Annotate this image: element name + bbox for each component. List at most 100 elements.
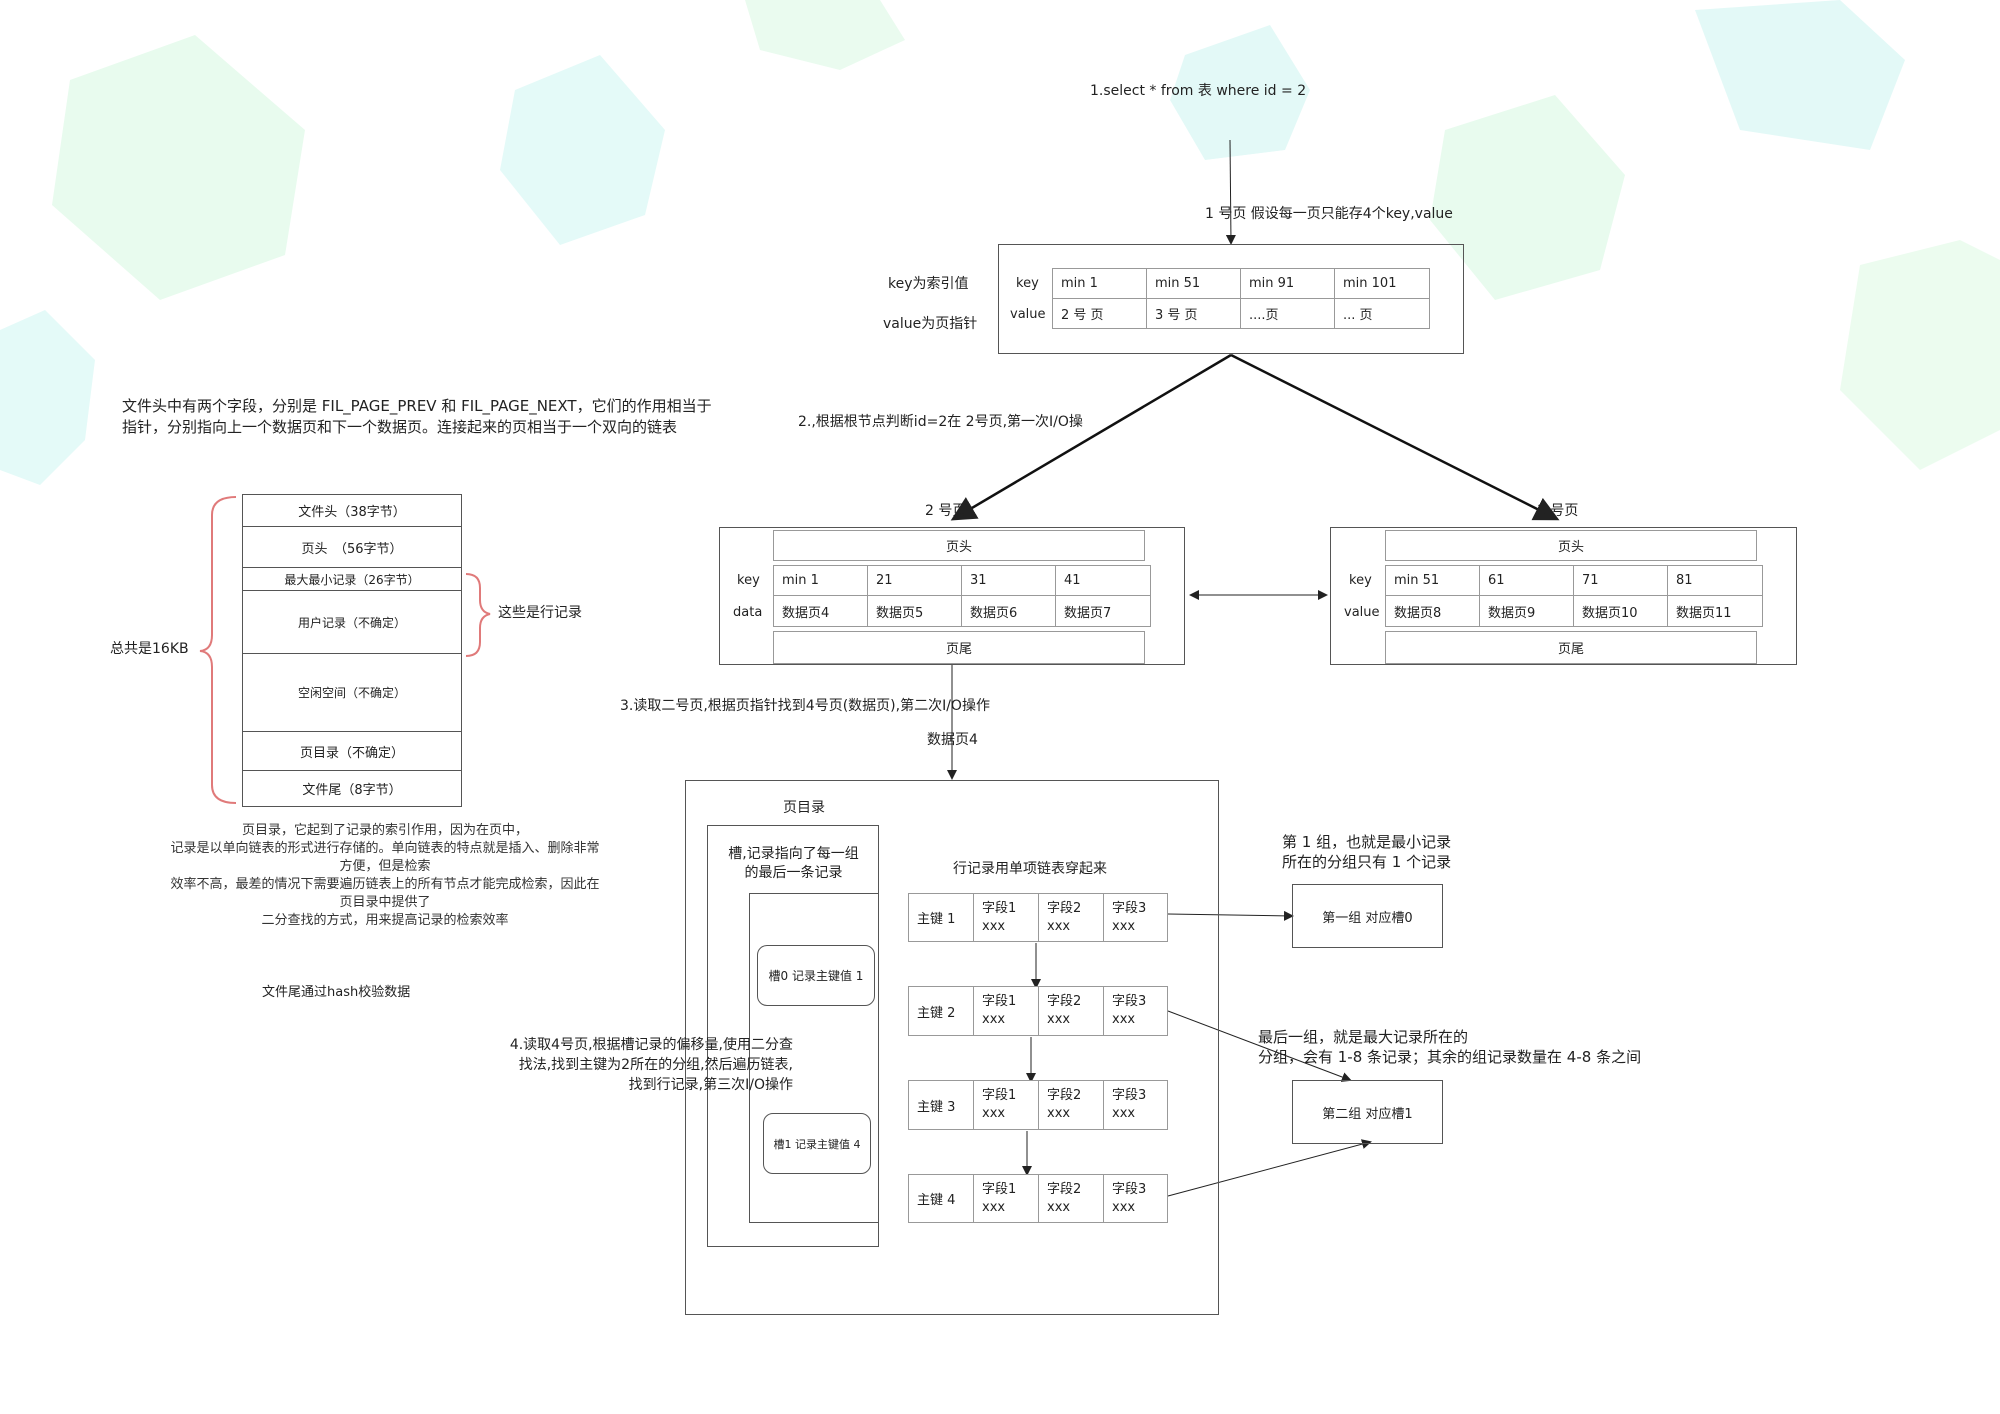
page2-value-cell: 数据页4 bbox=[773, 595, 868, 627]
page-directory-note: 页目录，它起到了记录的索引作用，因为在页中， 记录是以单向链表的形式进行存储的。… bbox=[140, 822, 630, 930]
step4-line: 4.读取4号页,根据槽记录的偏移量,使用二分查 bbox=[509, 1037, 793, 1053]
field-value: xxx bbox=[1047, 918, 1071, 934]
group1-note: 第 1 组，也就是最小记录 所在的分组只有 1 个记录 bbox=[1282, 832, 1451, 872]
field-name: 字段3 bbox=[1112, 1088, 1147, 1103]
record-field: 字段3 xxx bbox=[1103, 986, 1168, 1036]
field-name: 字段3 bbox=[1112, 994, 1147, 1009]
step4-line: 找到行记录,第三次I/O操作 bbox=[628, 1077, 793, 1093]
page2-key-cell: 41 bbox=[1055, 565, 1151, 596]
page3-key-cell: 81 bbox=[1667, 565, 1763, 596]
bg-hexagon bbox=[1430, 95, 1625, 300]
page3-key-cell: min 51 bbox=[1385, 565, 1480, 596]
group1-note-line: 第 1 组，也就是最小记录 bbox=[1282, 833, 1452, 851]
page2-key-cell: 21 bbox=[867, 565, 962, 596]
slot-1: 槽1 记录主键值 4 bbox=[763, 1113, 871, 1174]
page2 bbox=[719, 527, 1185, 665]
slot-note: 槽,记录指向了每一组 的最后一条记录 bbox=[716, 845, 871, 883]
struct-file-trailer: 文件尾（8字节） bbox=[242, 770, 462, 807]
field-name: 字段1 bbox=[982, 900, 1017, 916]
page-directory-title: 页目录 bbox=[783, 800, 825, 816]
page3-value-cell: 数据页11 bbox=[1667, 595, 1763, 627]
field-name: 字段3 bbox=[1112, 1181, 1147, 1197]
page3-value-cell: 数据页9 bbox=[1479, 595, 1574, 627]
field-value: xxx bbox=[1112, 1106, 1136, 1121]
struct-file-header: 文件头（38字节） bbox=[242, 494, 462, 527]
value-note: value为页指针 bbox=[883, 316, 978, 332]
dir-note-line: 方便，但是检索 bbox=[339, 859, 431, 874]
record-field: 字段2 xxx bbox=[1038, 1174, 1104, 1223]
root-value-label: value bbox=[1010, 307, 1046, 322]
field-name: 字段2 bbox=[1047, 1181, 1082, 1197]
record-pk: 主键 2 bbox=[908, 986, 974, 1036]
page3-key-cell: 61 bbox=[1479, 565, 1574, 596]
root-key-cell: min 1 bbox=[1052, 268, 1147, 299]
record-field: 字段1 xxx bbox=[973, 893, 1039, 942]
bg-hexagon bbox=[1695, 0, 1905, 150]
bg-hexagon bbox=[52, 35, 305, 300]
bg-hexagon bbox=[0, 310, 95, 485]
page2-value-cell: 数据页7 bbox=[1055, 595, 1151, 627]
field-name: 字段2 bbox=[1047, 994, 1082, 1009]
field-value: xxx bbox=[1112, 918, 1136, 934]
slot-0: 槽0 记录主键值 1 bbox=[757, 945, 875, 1006]
data-page-4 bbox=[685, 780, 1219, 1315]
total-size-label: 总共是16KB bbox=[110, 641, 189, 657]
struct-page-directory: 页目录（不确定） bbox=[242, 731, 462, 771]
field-value: xxx bbox=[982, 918, 1006, 934]
page3-value-cell: 数据页8 bbox=[1385, 595, 1480, 627]
group1-box: 第一组 对应槽0 bbox=[1292, 884, 1443, 948]
field-value: xxx bbox=[1047, 1199, 1071, 1215]
root-key-cell: min 91 bbox=[1240, 268, 1335, 299]
record-pk: 主键 1 bbox=[908, 893, 974, 942]
page3-value-cell: 数据页10 bbox=[1573, 595, 1668, 627]
page3-value-label: value bbox=[1344, 605, 1380, 620]
page2-data-label: data bbox=[733, 605, 763, 620]
file-header-note-line1: 文件头中有两个字段，分别是 FIL_PAGE_PREV 和 FIL_PAGE_N… bbox=[122, 397, 712, 415]
row-records-note: 行记录用单项链表穿起来 bbox=[953, 861, 1107, 877]
page2-title: 2 号页 bbox=[925, 503, 967, 519]
field-value: xxx bbox=[1112, 1012, 1136, 1027]
field-name: 字段1 bbox=[982, 994, 1017, 1009]
page3-title: 3 号页 bbox=[1537, 503, 1579, 519]
page-structure: 文件头（38字节） 页头 （56字节） 最大最小记录（26字节） 用户记录（不确… bbox=[242, 494, 462, 807]
page2-footer: 页尾 bbox=[773, 631, 1145, 664]
page3-key-cell: 71 bbox=[1573, 565, 1668, 596]
group2-box: 第二组 对应槽1 bbox=[1292, 1080, 1443, 1144]
dir-note-line: 页目录中提供了 bbox=[339, 895, 431, 910]
dir-note-line: 二分查找的方式，用来提高记录的检索效率 bbox=[261, 913, 509, 928]
field-value: xxx bbox=[982, 1106, 1006, 1121]
slots-container bbox=[749, 893, 879, 1223]
bg-hexagon bbox=[1170, 25, 1310, 160]
root-key-cell: min 51 bbox=[1146, 268, 1241, 299]
bg-hexagon bbox=[745, 0, 905, 70]
dir-note-line: 记录是以单向链表的形式进行存储的。单向链表的特点就是插入、删除非常 bbox=[170, 841, 600, 856]
page3-footer: 页尾 bbox=[1385, 631, 1757, 664]
root-value-cell: 3 号 页 bbox=[1146, 298, 1241, 329]
struct-user-records: 用户记录（不确定） bbox=[242, 590, 462, 654]
record-pk: 主键 4 bbox=[908, 1174, 974, 1223]
field-value: xxx bbox=[1047, 1012, 1071, 1027]
root-page-note: 1 号页 假设每一页只能存4个key,value bbox=[1205, 206, 1453, 222]
step4-text: 4.读取4号页,根据槽记录的偏移量,使用二分查 找法,找到主键为2所在的分组,然… bbox=[493, 1035, 793, 1095]
data-page-4-label: 数据页4 bbox=[927, 732, 978, 748]
record-field: 字段1 xxx bbox=[973, 986, 1039, 1036]
group2-note: 最后一组，就是最大记录所在的 分组，会有 1-8 条记录；其余的组记录数量在 4… bbox=[1258, 1027, 1641, 1067]
group2-note-line: 最后一组，就是最大记录所在的 bbox=[1258, 1028, 1469, 1046]
slot-note-line: 的最后一条记录 bbox=[744, 865, 843, 881]
query-text: 1.select * from 表 where id = 2 bbox=[1090, 83, 1307, 99]
root-value-cell: ... 页 bbox=[1334, 298, 1430, 329]
page2-key-label: key bbox=[737, 573, 760, 588]
root-page bbox=[998, 244, 1464, 354]
struct-infimum-supremum: 最大最小记录（26字节） bbox=[242, 567, 462, 591]
struct-page-header: 页头 （56字节） bbox=[242, 526, 462, 568]
field-value: xxx bbox=[1112, 1199, 1136, 1215]
record-field: 字段2 xxx bbox=[1038, 986, 1104, 1036]
bg-hexagon bbox=[1840, 240, 2000, 470]
dir-note-line: 效率不高，最差的情况下需要遍历链表上的所有节点才能完成检索，因此在 bbox=[170, 877, 600, 892]
field-value: xxx bbox=[982, 1012, 1006, 1027]
record-field: 字段3 xxx bbox=[1103, 1080, 1168, 1130]
page2-key-cell: min 1 bbox=[773, 565, 868, 596]
